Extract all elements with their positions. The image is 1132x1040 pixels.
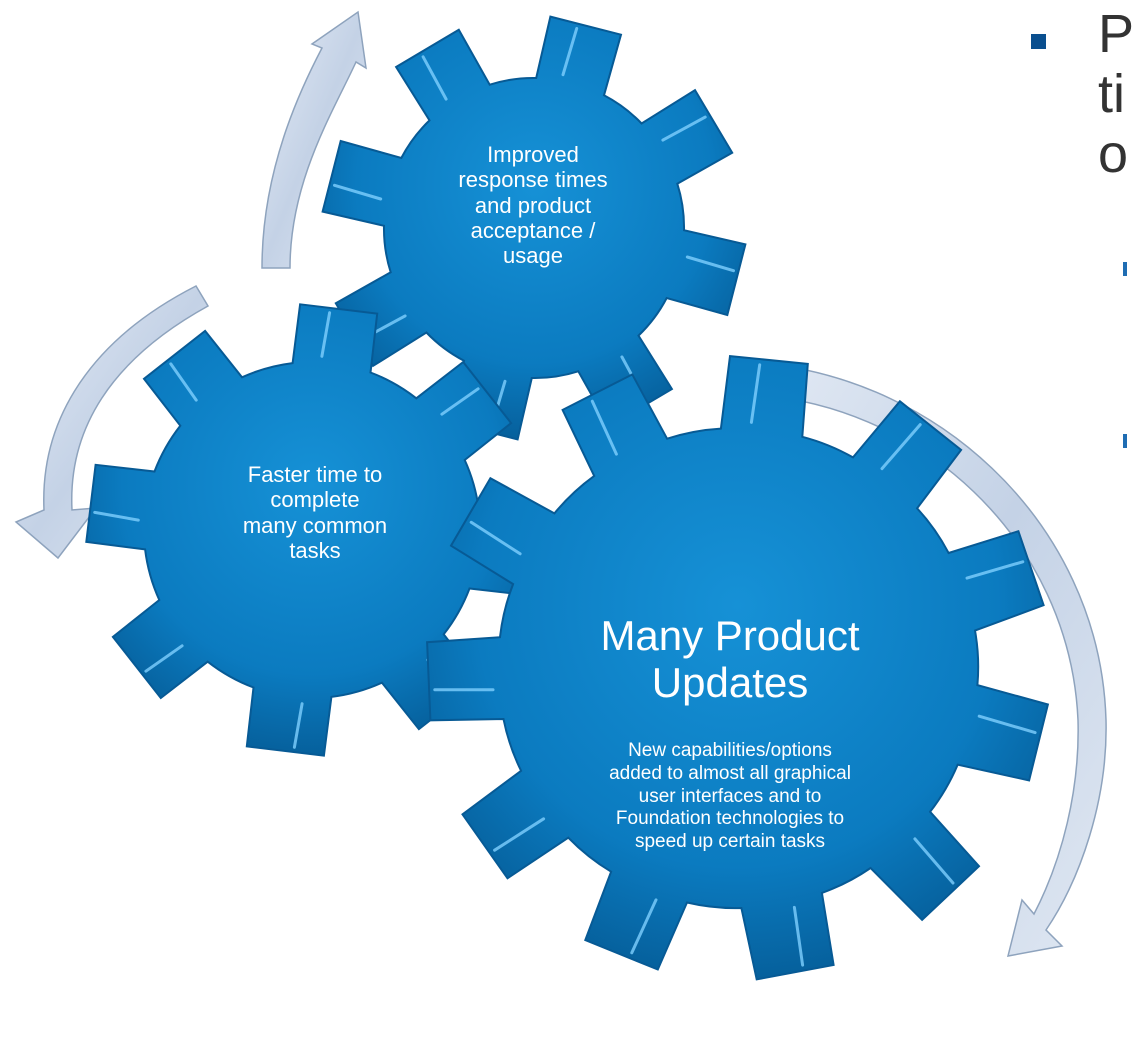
gear-big-description-line-4: Foundation technologies to [615,808,845,830]
gearTop-tooth-highlight [421,55,448,101]
gear-left-label-line-1: Faster time to [247,462,383,487]
gearTop-tooth-highlight [685,255,735,273]
gear-big [426,355,1050,981]
gearBig-tooth-highlight [913,837,955,885]
bullet-square-icon [1031,34,1046,49]
gearLeft-tooth-highlight [320,311,332,358]
gearLeft-tooth-highlight [93,510,140,522]
gearBig-tooth-highlight [630,898,658,955]
sub-bullet-marker-2 [1123,434,1127,448]
gear-left-label-line-2: complete [270,487,360,513]
gear-top-label-line-1: Improved [487,142,579,167]
gear-top-label-line-4: acceptance / [470,217,596,243]
gear-big-description-line-5: speed up certain tasks [634,831,826,853]
gear-top-label-line-2: response times [458,167,608,193]
gear-left-label-line-3: many common [242,512,388,538]
gearLeft-body [85,303,539,757]
gear-big-description-line-2: added to almost all graphical [609,762,851,784]
gearBig-tooth-highlight [977,714,1037,735]
gearTop-tooth-highlight [333,183,383,201]
gearLeft-tooth-highlight [144,644,184,673]
gearTop-body [321,15,747,441]
gear-big-description-line-1: New capabilities/options [628,740,832,761]
gearLeft-tooth-highlight [292,702,304,749]
gearBig-tooth-highlight [469,520,522,556]
gearBig-tooth-highlight [590,399,618,456]
gearLeft-tooth-highlight [169,362,198,402]
gearTop-tooth-highlight [661,115,707,142]
gearBig-tooth-highlight [749,363,762,424]
gearBig-tooth-highlight [965,560,1025,580]
gearLeft-tooth-highlight [440,387,480,416]
arrow-right-arc [739,361,1107,957]
gearBig-tooth-highlight [880,423,922,471]
gear-big-title-line-2: Updates [651,659,809,707]
gear-left-label-line-4: tasks [289,537,341,563]
gear-top-label-line-3: and product [474,192,592,218]
bullet-text-line-2: ti [1098,64,1125,124]
gear-top-label-line-5: usage [503,243,563,269]
gearBig-tooth-highlight [792,905,805,967]
arrow-top-up [261,10,367,269]
sub-bullet-marker-1 [1123,262,1127,276]
arrow-left-down [14,285,210,560]
gear-big-description-line-3: user interfaces and to [638,785,822,807]
bullet-text-line-1: P [1098,4,1132,64]
gearBig-body [426,355,1050,981]
gear-big-title-line-1: Many Product [600,612,860,659]
gearBig-tooth-highlight [493,817,546,852]
bullet-text-line-3: o [1098,124,1129,184]
gearTop-tooth-highlight [561,27,579,77]
